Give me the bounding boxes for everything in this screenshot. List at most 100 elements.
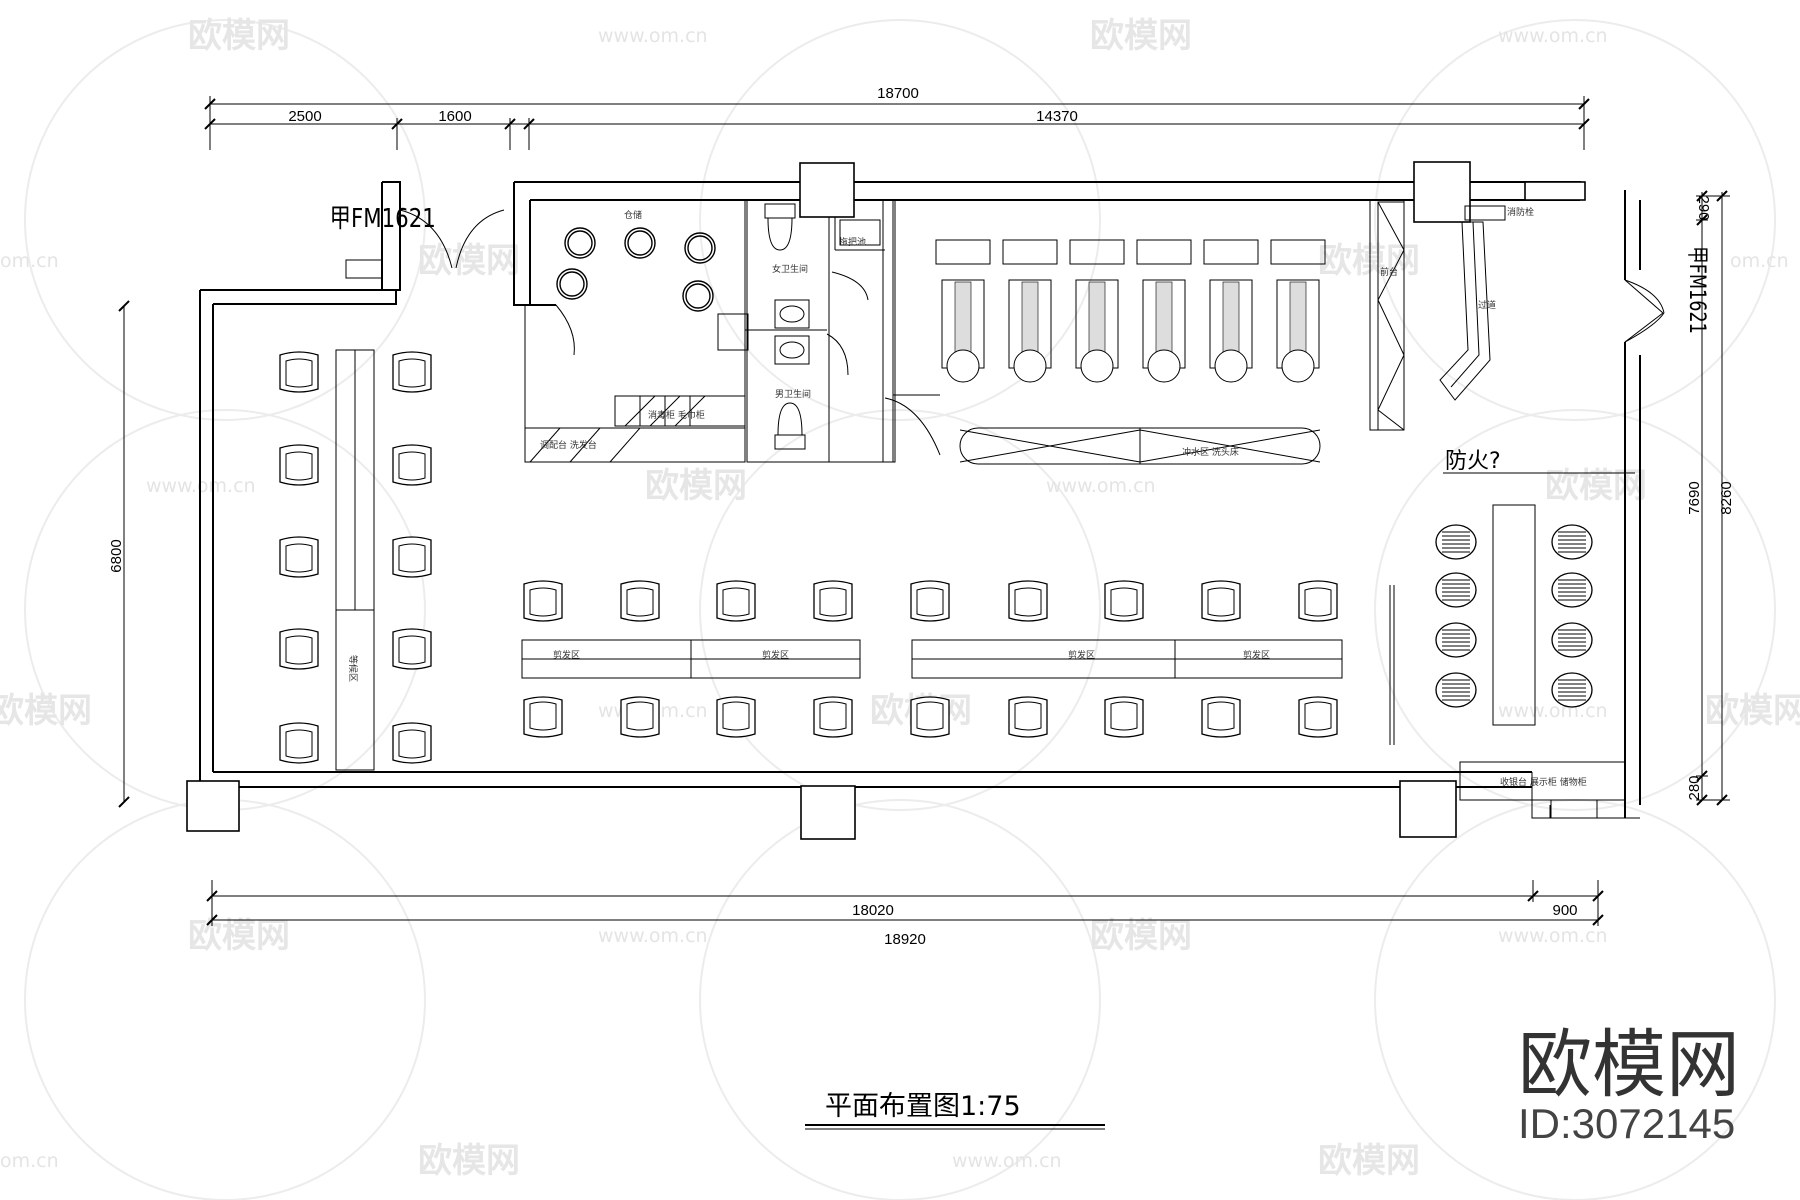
chair-icon — [716, 580, 756, 622]
round-chair-icon — [1551, 524, 1593, 560]
room-label-prep-counter: 调配台 洗发台 — [540, 439, 597, 451]
dim-top-seg1: 2500 — [288, 108, 321, 125]
room-label-storage: 仓储 — [624, 209, 642, 221]
watermark-brand: 欧模网 — [188, 16, 290, 56]
chair-icon — [910, 580, 950, 622]
station-label: 剪发区 — [762, 649, 789, 661]
chair-icon — [716, 696, 756, 738]
chair-icon — [620, 696, 660, 738]
corner-id: ID:3072145 — [1518, 1100, 1735, 1147]
structural-columns — [186, 161, 1586, 840]
dim-right-top: 290 — [1695, 195, 1712, 220]
door-label-left: 甲FM1621 — [330, 203, 436, 234]
column — [1413, 161, 1471, 223]
drawing-title: 平面布置图1:75 — [825, 1091, 1021, 1122]
wash-bed — [935, 239, 991, 383]
watermark-url: www.om.cn — [1498, 25, 1608, 47]
chair-icon — [279, 628, 319, 670]
chair-icon — [523, 580, 563, 622]
watermark-url: www.om.cn — [1498, 700, 1608, 722]
wash-bed — [1270, 239, 1326, 383]
watermark-brand: 欧模网 — [0, 691, 92, 731]
chair-icon — [392, 444, 432, 486]
chair-icon — [392, 722, 432, 764]
dim-left-height: 6800 — [108, 539, 125, 572]
station-label: 剪发区 — [1243, 649, 1270, 661]
watermark-url: www.om.cn — [952, 1150, 1062, 1172]
chairs-group — [279, 351, 1593, 764]
round-chair-icon — [1435, 572, 1477, 608]
chair-icon — [392, 536, 432, 578]
watermark-brand: 欧模网 — [1705, 691, 1800, 731]
wash-bed — [1136, 239, 1192, 383]
dim-bottom-side: 900 — [1552, 902, 1577, 919]
chair-icon — [910, 696, 950, 738]
waiting-table — [1492, 504, 1536, 726]
watermark-brand: 欧模网 — [645, 466, 747, 506]
column — [799, 162, 855, 218]
dim-right-bottom: 280 — [1686, 775, 1703, 800]
watermark-brand: 欧模网 — [418, 241, 520, 281]
watermark-brand: 欧模网 — [1318, 241, 1420, 281]
round-chair-icon — [1551, 622, 1593, 658]
station-label: 剪发区 — [553, 649, 580, 661]
chair-icon — [1201, 580, 1241, 622]
column — [186, 780, 240, 832]
chair-icon — [1104, 696, 1144, 738]
wash-basin — [717, 313, 749, 351]
watermark-url: www.om.cn — [598, 25, 708, 47]
dim-bottom-main: 18020 — [852, 902, 894, 919]
watermark-url: om.cn — [1730, 250, 1789, 272]
chair-icon — [279, 351, 319, 393]
chair-icon — [1298, 696, 1338, 738]
fire-note: 防火? — [1445, 449, 1501, 474]
dim-bottom-total: 18920 — [884, 931, 926, 948]
column — [1524, 181, 1586, 201]
dim-right-total: 8260 — [1718, 481, 1735, 514]
dim-top-seg2: 1600 — [438, 108, 471, 125]
chair-icon — [620, 580, 660, 622]
watermark-brand: 欧模网 — [188, 916, 290, 956]
styling-stations — [521, 639, 1343, 679]
wash-bed — [1002, 239, 1058, 383]
station-label: 剪发区 — [1068, 649, 1095, 661]
chair-icon — [813, 580, 853, 622]
wash-bed — [1203, 239, 1259, 383]
room-label-fire-box: 消防栓 — [1507, 206, 1534, 218]
watermark-url: www.om.cn — [1046, 475, 1156, 497]
chair-icon — [1008, 580, 1048, 622]
chair-icon — [1008, 696, 1048, 738]
dim-top-seg3: 14370 — [1036, 108, 1078, 125]
room-label-male-wc: 男卫生间 — [775, 388, 811, 400]
chair-icon — [1104, 580, 1144, 622]
chair-icon — [279, 444, 319, 486]
chair-icon — [392, 628, 432, 670]
room-label-female-wc: 女卫生间 — [772, 263, 808, 275]
watermark-url: www.om.cn — [598, 925, 708, 947]
dim-top-total: 18700 — [877, 85, 919, 102]
column — [800, 785, 856, 840]
chair-icon — [1298, 580, 1338, 622]
watermark-url: om.cn — [0, 1150, 59, 1172]
room-label-side-corridor: 过道 — [1478, 299, 1496, 311]
chair-icon — [523, 696, 563, 738]
dimension-lines — [118, 96, 1730, 926]
wash-bed — [1069, 239, 1125, 383]
round-chair-icon — [1435, 622, 1477, 658]
round-chair-icon — [1551, 572, 1593, 608]
chair-icon — [813, 696, 853, 738]
room-label-wash-area: 冲水区 洗头床 — [1182, 446, 1239, 458]
room-label-waiting: 等候区 — [347, 655, 359, 682]
wash-basin — [774, 299, 810, 329]
door-label-right: 甲FM1621 — [1684, 246, 1709, 334]
room-label-mop: 拖把池 — [839, 236, 866, 248]
dim-right-mid: 7690 — [1686, 481, 1703, 514]
watermark-brand: 欧模网 — [1545, 466, 1647, 506]
round-chair-icon — [1551, 672, 1593, 708]
watermark-brand: 欧模网 — [418, 1141, 520, 1181]
chair-icon — [279, 722, 319, 764]
room-label-reception: 前台 — [1380, 266, 1398, 278]
corner-brand-logo: 欧模网 — [1518, 1022, 1740, 1108]
room-label-station-cabinet: 消毒柜 毛巾柜 — [648, 409, 705, 421]
